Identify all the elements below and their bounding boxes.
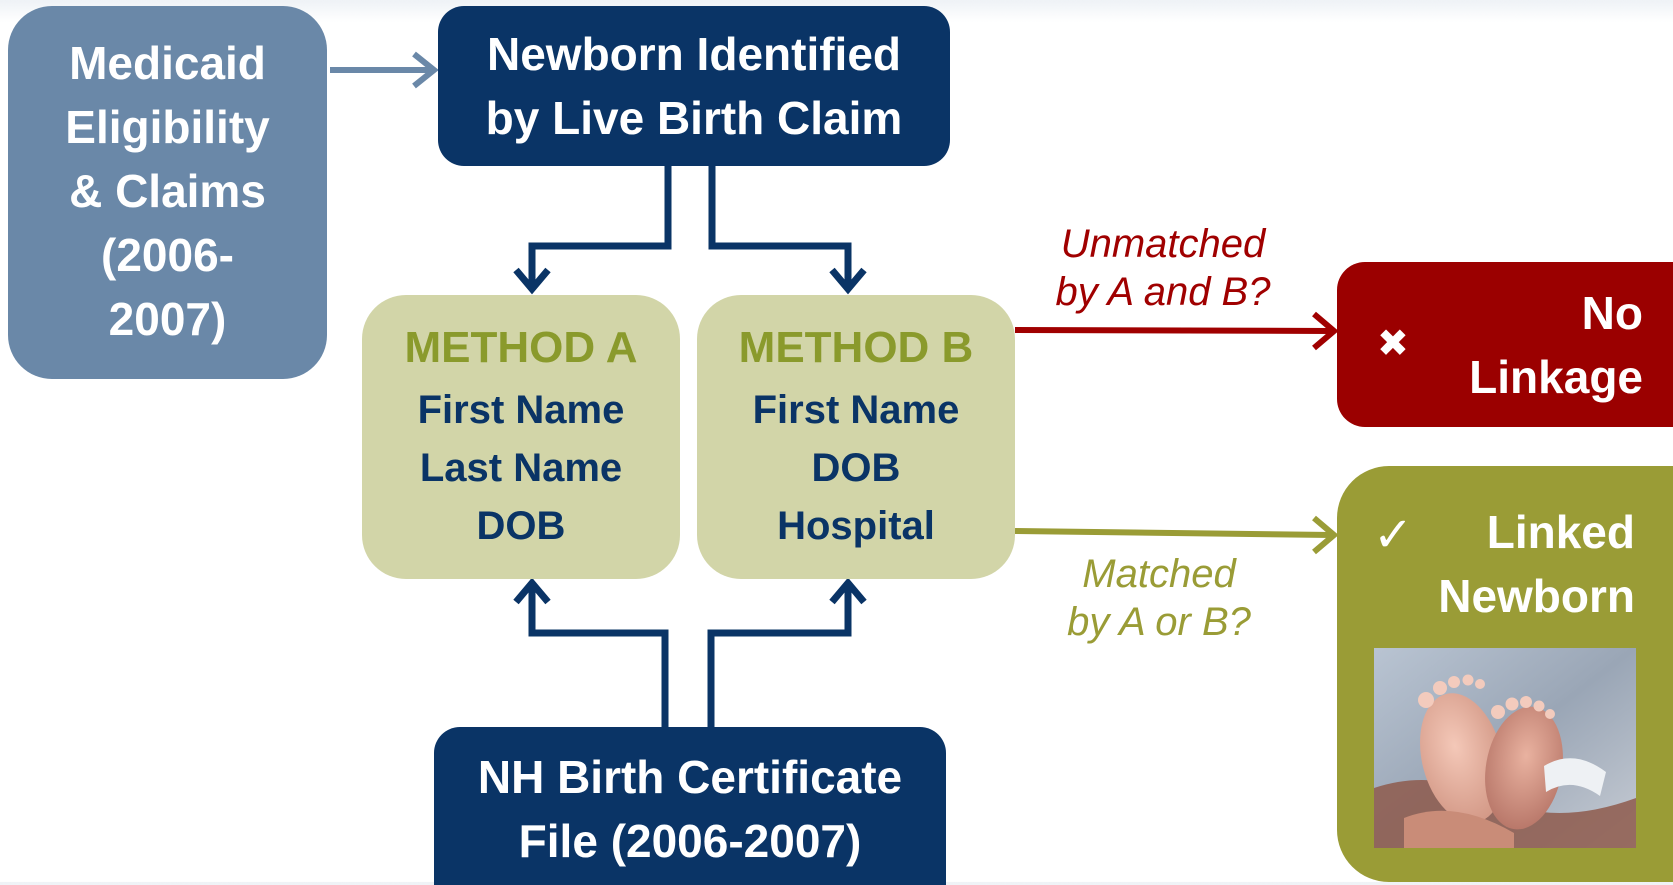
unmatched-condition-label: Unmatched by A and B?: [1013, 220, 1313, 316]
matched-line: by A or B?: [1067, 600, 1251, 644]
medicaid-claims-box: Medicaid Eligibility & Claims (2006- 200…: [8, 6, 327, 379]
arrow-to-linked-newborn: [1014, 515, 1339, 555]
arrow-newborn-to-method-a: [513, 166, 672, 295]
method-b-field: Hospital: [777, 504, 935, 548]
linked-newborn-box: ✓ Linked Newborn: [1337, 466, 1673, 882]
method-b-box: METHOD B First Name DOB Hospital: [697, 295, 1015, 579]
medicaid-line: (2006-: [101, 228, 234, 281]
method-b-field: DOB: [811, 446, 901, 490]
method-a-title: METHOD A: [404, 323, 638, 372]
medicaid-line: & Claims: [69, 164, 266, 217]
matched-line: Matched: [1082, 552, 1236, 596]
medicaid-line: 2007): [108, 292, 227, 345]
method-b-title: METHOD B: [738, 323, 974, 372]
arrow-newborn-to-method-b: [708, 166, 867, 295]
newborn-line: by Live Birth Claim: [485, 92, 903, 144]
birthcert-line: File (2006-2007): [518, 815, 862, 867]
arrow-birthcert-to-method-a: [513, 577, 669, 727]
arrow-medicaid-to-newborn: [330, 51, 439, 89]
linked-line: Newborn: [1438, 570, 1635, 622]
birthcert-line: NH Birth Certificate: [477, 751, 903, 803]
method-a-field: First Name: [417, 388, 625, 432]
unmatched-line: by A and B?: [1055, 270, 1271, 314]
method-a-field: DOB: [476, 504, 566, 548]
newborn-feet-photo: [1374, 648, 1636, 848]
check-icon: ✓: [1373, 509, 1414, 562]
no-linkage-box: ✖ No Linkage: [1337, 262, 1673, 427]
method-a-field: Last Name: [419, 446, 623, 490]
newborn-identified-box: Newborn Identified by Live Birth Claim: [438, 6, 950, 166]
method-b-field: First Name: [752, 388, 960, 432]
birth-certificate-box: NH Birth Certificate File (2006-2007): [434, 727, 946, 885]
no-linkage-line: Linkage: [1469, 350, 1643, 403]
no-linkage-line: No: [1581, 286, 1643, 339]
medicaid-line: Medicaid: [69, 36, 266, 89]
newborn-line: Newborn Identified: [487, 28, 901, 80]
linked-line: Linked: [1486, 506, 1635, 558]
matched-condition-label: Matched by A or B?: [1009, 550, 1309, 646]
method-a-box: METHOD A First Name Last Name DOB: [362, 295, 680, 579]
arrow-to-no-linkage: [1014, 311, 1339, 351]
arrow-birthcert-to-method-b: [707, 577, 867, 727]
unmatched-line: Unmatched: [1060, 222, 1266, 266]
x-icon: ✖: [1377, 323, 1409, 365]
medicaid-line: Eligibility: [65, 100, 270, 153]
